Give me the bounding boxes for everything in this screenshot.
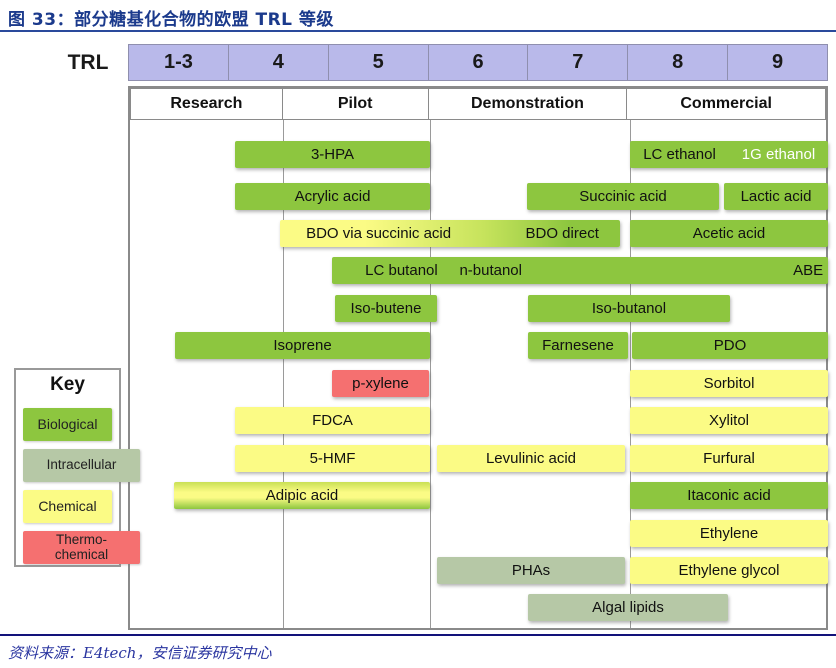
bar-5-hmf: 5-HMF <box>235 445 430 472</box>
bar-isoprene: Isoprene <box>175 332 430 359</box>
bar-label: n-butanol <box>459 262 522 279</box>
trl-level-7: 7 <box>527 44 629 81</box>
bar-lc-butanol-n-butanol-abe: LC butanol n-butanol ABE <box>332 257 828 284</box>
trl-level-8: 8 <box>627 44 729 81</box>
bar-label: p-xylene <box>352 375 409 392</box>
bar-label: Acetic acid <box>692 225 766 242</box>
bar-succinic-acid: Succinic acid <box>527 183 719 210</box>
bar-label: BDO direct <box>525 225 599 242</box>
bar-ethylene: Ethylene <box>630 520 828 547</box>
legend-item-biological: Biological <box>23 408 112 441</box>
bar-label: Acrylic acid <box>294 188 371 205</box>
phase-demonstration: Demonstration <box>427 88 628 120</box>
bar-label: Algal lipids <box>592 599 664 616</box>
bar-acetic-acid: Acetic acid <box>630 220 828 247</box>
bar-label: PHAs <box>511 562 551 579</box>
bar-adipic-acid: Adipic acid <box>174 482 430 509</box>
bar-iso-butanol: Iso-butanol <box>528 295 730 322</box>
bar-label: LC butanol <box>365 262 438 279</box>
bar-sorbitol: Sorbitol <box>630 370 828 397</box>
bar-algal-lipids: Algal lipids <box>528 594 728 621</box>
bar-label: Farnesene <box>542 337 614 354</box>
bar-label: Adipic acid <box>265 487 339 504</box>
bar-label: FDCA <box>312 412 353 429</box>
bar-label: 3-HPA <box>310 146 355 163</box>
footer-rule <box>0 634 836 636</box>
bar-label: Itaconic acid <box>687 487 771 504</box>
legend-item-intracellular: Intracellular <box>23 449 140 482</box>
bar-label: Furfural <box>703 450 755 467</box>
trl-level-1-3: 1-3 <box>128 44 229 81</box>
bar-xylitol: Xylitol <box>630 407 828 434</box>
bar-label: Xylitol <box>708 412 750 429</box>
bar-label: Levulinic acid <box>485 450 577 467</box>
bar-phas: PHAs <box>437 557 625 584</box>
bar-iso-butene: Iso-butene <box>335 295 437 322</box>
bar-label: PDO <box>713 337 747 354</box>
bar-farnesene: Farnesene <box>528 332 628 359</box>
bar-label: LC ethanol <box>643 146 716 163</box>
bar-label: Iso-butene <box>350 300 422 317</box>
bar-label: Iso-butanol <box>591 300 667 317</box>
phase-research: Research <box>130 88 283 120</box>
bar-label: Lactic acid <box>740 188 812 205</box>
bar-acrylic-acid: Acrylic acid <box>235 183 430 210</box>
bar-3-hpa: 3-HPA <box>235 141 430 168</box>
bar-label: 1G ethanol <box>741 146 816 163</box>
title-underline <box>0 30 836 32</box>
legend-item-chemical: Chemical <box>23 490 112 523</box>
trl-axis-label: TRL <box>67 51 109 74</box>
bar-p-xylene: p-xylene <box>332 370 429 397</box>
bar-furfural: Furfural <box>630 445 828 472</box>
trl-level-9: 9 <box>727 44 829 81</box>
bar-label: Ethylene <box>699 525 759 542</box>
phase-pilot: Pilot <box>281 88 429 120</box>
bar-bdo-via-succinic-acid-bdo-direct: BDO via succinic acid BDO direct <box>280 220 620 247</box>
bar-levulinic-acid: Levulinic acid <box>437 445 625 472</box>
bar-label: ABE <box>793 262 824 279</box>
bar-label: BDO via succinic acid <box>306 225 452 242</box>
bar-pdo: PDO <box>632 332 828 359</box>
phase-divider-2 <box>430 88 431 628</box>
legend-title: Key <box>50 374 85 395</box>
trl-level-6: 6 <box>427 44 529 81</box>
bar-label: 5-HMF <box>309 450 356 467</box>
phase-commercial: Commercial <box>626 88 827 120</box>
legend-item-thermo-chemical: Thermo-chemical <box>23 531 140 564</box>
bar-lc-ethanol-1g-ethanol: LC ethanol 1G ethanol <box>630 141 828 168</box>
figure-title: 图 33：部分糖基化合物的欧盟 TRL 等级 <box>8 10 334 30</box>
bar-itaconic-acid: Itaconic acid <box>630 482 828 509</box>
source-note: 资料来源：E4tech，安信证券研究中心 <box>8 644 272 662</box>
trl-level-5: 5 <box>327 44 429 81</box>
bar-label: Sorbitol <box>703 375 755 392</box>
bar-label: Succinic acid <box>579 188 667 205</box>
bar-label: Ethylene glycol <box>678 562 780 579</box>
bar-ethylene-glycol: Ethylene glycol <box>630 557 828 584</box>
bar-fdca: FDCA <box>235 407 430 434</box>
trl-level-4: 4 <box>227 44 329 81</box>
phase-divider-3 <box>630 88 631 628</box>
bar-label: Isoprene <box>273 337 332 354</box>
bar-lactic-acid: Lactic acid <box>724 183 828 210</box>
